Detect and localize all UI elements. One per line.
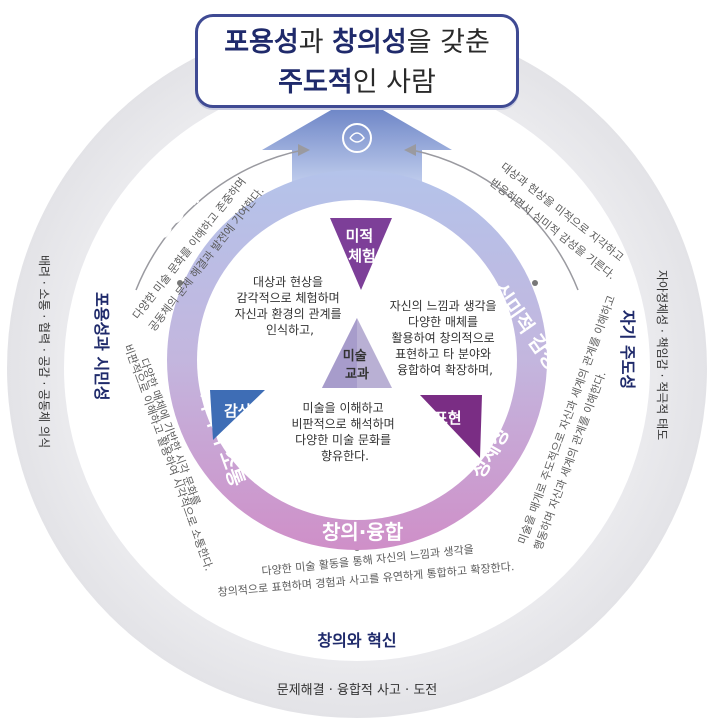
- ring-dot-right: [532, 280, 538, 286]
- svg-text:포용성과 시민성: 포용성과 시민성: [92, 292, 111, 401]
- cycle-arrowhead-right: [404, 144, 416, 156]
- outer-left-title: 포용성과 시민성: [92, 292, 111, 401]
- outer-left-sub: 배려 · 소통 · 협력 · 공감 · 공동체 의식: [37, 255, 51, 448]
- goal-line-2: 주도적인 사람: [198, 63, 516, 103]
- domain-expression-shape: [420, 395, 482, 458]
- outer-right-sub: 자아정체성 · 책임감 · 적극적 태도: [655, 270, 670, 440]
- center-text-expression: 자신의 느낌과 생각을 다양한 매체를 활용하여 창의적으로 표현하고 타 분야…: [390, 299, 501, 377]
- goal-creative: 창의성: [332, 27, 407, 58]
- cycle-arc-right: [411, 149, 579, 291]
- goal-person: 인 사람: [352, 67, 436, 98]
- outer-bottom-title: 창의와 혁신: [317, 631, 396, 650]
- cycle-arc-left: [135, 149, 304, 291]
- domain-appreciation-label: 감상: [224, 402, 252, 420]
- svg-text:자아정체성 · 책임감 · 적극적 태도: 자아정체성 · 책임감 · 적극적 태도: [655, 270, 670, 440]
- cycle-arrowhead-left: [298, 144, 310, 156]
- svg-text:배려 · 소통 · 협력 · 공감 · 공동체 의식: 배려 · 소통 · 협력 · 공감 · 공동체 의식: [37, 255, 51, 448]
- goal-inclusive: 포용성: [224, 27, 299, 58]
- ring-label-creative-fusion: 창의·융합: [322, 520, 404, 544]
- outer-bottom-sub: 문제해결 · 융합적 사고 · 도전: [277, 683, 438, 698]
- domain-experience-label: 미적 체험: [346, 227, 379, 265]
- goal-line-1: 포용성과 창의성을 갖춘: [198, 23, 516, 63]
- domain-experience-shape: [330, 218, 392, 290]
- goal-box: 포용성과 창의성을 갖춘 주도적인 사람: [195, 14, 519, 108]
- center-text-appreciation: 미술을 이해하고 비판적으로 해석하며 다양한 미술 문화를 향유한다.: [291, 401, 398, 463]
- domain-appreciation-shape: [210, 390, 265, 440]
- outer-right-title: 자기 주도성: [618, 310, 637, 389]
- center-label: 미술 교과: [343, 348, 371, 382]
- domain-expression-label: 표현: [434, 409, 462, 427]
- center-triangle-highlight: [322, 318, 357, 388]
- idea-head-icon: [342, 123, 372, 153]
- center-text-experience: 대상과 현상을 감각적으로 체험하며 자신과 환경의 관계를 인식하고,: [235, 275, 346, 337]
- svg-text:자기 주도성: 자기 주도성: [618, 310, 637, 389]
- goal-having: 을 갖춘: [406, 27, 490, 58]
- ring-dot-left: [177, 280, 183, 286]
- goal-and: 과: [298, 27, 333, 58]
- goal-selfdirected: 주도적: [278, 67, 353, 98]
